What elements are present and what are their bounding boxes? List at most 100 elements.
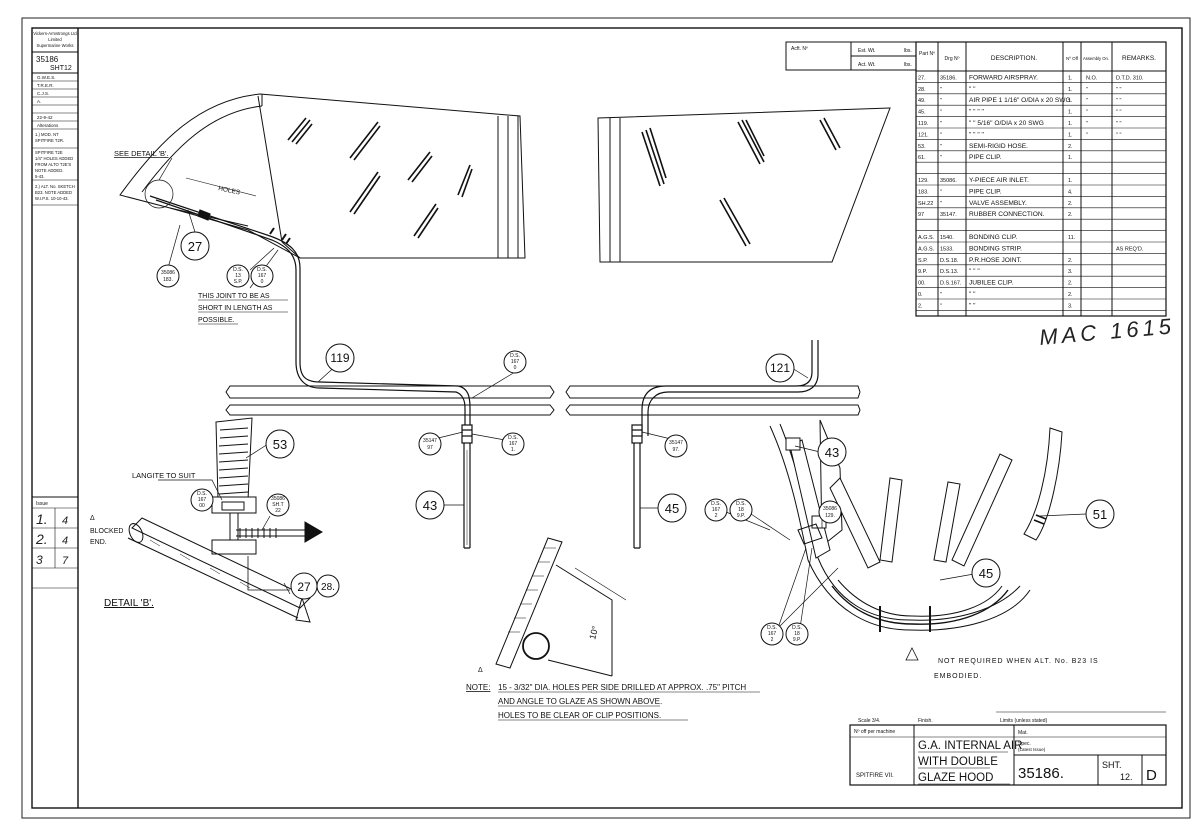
langite-label: LANGITE TO SUIT (132, 471, 196, 480)
hdr-dwg: Drg Nº (945, 56, 960, 62)
ref-ds18-9p-b-b: 18 (794, 631, 800, 637)
parts-cell-assy: " (1086, 98, 1088, 104)
parts-cell-dwg: D.S.18. (940, 258, 959, 264)
parts-cell-qty: 1. (1068, 132, 1073, 138)
air-pipes (149, 195, 819, 549)
ref-sh22-a: 35086 (271, 496, 285, 502)
parts-cell-part: 27. (918, 75, 926, 81)
parts-cell-dwg: " (940, 98, 942, 104)
ref-35147-97a-b: 97 (427, 445, 433, 451)
drawing-date: 22-9-42 (37, 115, 53, 120)
ref-ds18-9p-a-a: D.S. (736, 501, 746, 507)
parts-cell-rem: " " (1116, 132, 1121, 138)
parts-list-table: Acft. Nº Est. Wt. Act. Wt. lbs. lbs. Par… (785, 41, 1167, 317)
handwritten-mark: MAC 1615 (1038, 313, 1176, 350)
parts-cell-dwg: 35147. (940, 212, 957, 218)
parts-cell-part: S.P. (918, 258, 928, 264)
hdr-qty: Nº Off (1066, 56, 1079, 61)
ref-ds167-2b-b: 167 (768, 631, 777, 637)
parts-cell-qty: 11. (1068, 235, 1076, 241)
ref-ds18-9p-b-a: D.S. (792, 625, 802, 631)
parts-cell-desc: VALVE ASSEMBLY. (969, 200, 1027, 207)
title-line-2: WITH DOUBLE (918, 756, 998, 768)
note-line-1: 15 - 3/32" DIA. HOLES PER SIDE DRILLED A… (498, 683, 746, 692)
ref-ds167-2b-a: D.S. (767, 625, 777, 631)
parts-cell-part: SH.22 (918, 201, 933, 207)
parts-cell-qty: 2. (1068, 212, 1073, 218)
parts-cell-desc: AIR PIPE 1 1/16" O/DIA x 20 SWG (969, 97, 1071, 104)
parts-cell-desc: " " (969, 86, 976, 93)
scale-label: Scale 3/4. (858, 718, 880, 724)
parts-cell-assy: " (1086, 121, 1088, 127)
alt1-line2: SPITFIRE T2R. (35, 138, 64, 143)
reference-circles: 35086 183. D.S. 13 S.P. D.S. 167 0 D.S. … (156, 264, 842, 646)
finish-label: Finish. (918, 718, 933, 724)
initials-3: C.J.S. (37, 91, 49, 96)
ref-35147-97a-a: 35147 (423, 438, 437, 444)
ref-ds167-0b-c: 0 (514, 365, 517, 371)
parts-cell-rem: D.T.D. 310. (1116, 75, 1144, 81)
issue-2-no: 2. (35, 531, 48, 547)
ref-ds167-1-b: 167 (509, 441, 518, 447)
firm-line-3: Supermarine Works (37, 43, 74, 48)
ref-sh22-c: 22 (275, 508, 281, 514)
ref-ds167-0b-a: D.S. (510, 353, 520, 359)
alt1b-line2: 1/4" HOLES ADDED (35, 156, 73, 161)
hdr-desc: DESCRIPTION. (991, 55, 1037, 62)
ref-ds167-0a-b: 167 (258, 273, 267, 279)
bottom-title-block: Scale 3/4. Finish. Limits (unless stated… (849, 711, 1167, 786)
alt2-line3: W.I.P.S. 10-10-43. (35, 196, 69, 201)
hdr-part: Part Nº (919, 51, 935, 57)
parts-cell-desc: JUBILEE CLIP. (969, 280, 1013, 287)
parts-cell-part: 97 (918, 212, 924, 218)
parts-cell-desc: PIPE CLIP. (969, 154, 1002, 161)
parts-cell-dwg: " (940, 201, 942, 207)
parts-cell-dwg: " (940, 155, 942, 161)
parts-cell-rem: " " (1116, 98, 1121, 104)
parts-cell-desc: Y-PIECE AIR INLET. (969, 177, 1029, 184)
parts-cell-part: 183. (918, 189, 929, 195)
ref-35086-183-a: 35086 (161, 270, 175, 276)
lbs-2: lbs. (904, 62, 912, 68)
initials-2: T.R.E.R. (37, 83, 54, 88)
parts-cell-qty: 4. (1068, 189, 1073, 195)
alt1b-line5: 5-43. (35, 174, 45, 179)
canopy-side-view (119, 93, 526, 259)
est-wt: Est. Wt. (858, 48, 876, 54)
alt2-line1: 2.) ALT. No. SKETCH (35, 184, 75, 189)
parts-cell-dwg: D.S.13. (940, 269, 959, 275)
hdr-assembly: Assembly On. (1083, 56, 1109, 61)
parts-cell-dwg: 35186. (940, 75, 957, 81)
side-sheet-no: SHT12 (50, 65, 72, 72)
parts-cell-part: 2. (918, 303, 923, 309)
parts-cell-part: 9.P. (918, 269, 928, 275)
parts-cell-rem: " " (1116, 110, 1121, 116)
acft-header: Acft. Nº (791, 46, 808, 52)
spec-label: Spec. (1018, 741, 1031, 747)
issue-3-rev: 7 (62, 555, 69, 567)
ref-ds167-2b-c: 2 (771, 637, 774, 643)
note-line-2: AND ANGLE TO GLAZE AS SHOWN ABOVE. (498, 697, 662, 706)
joint-note-1: THIS JOINT TO BE AS (198, 293, 270, 300)
angle-label: 10° (587, 624, 600, 640)
hood-cross-section (769, 419, 1063, 632)
parts-cell-part: 119. (918, 121, 929, 127)
parts-cell-dwg: " (940, 132, 942, 138)
alterations-header: Alterations (37, 123, 59, 128)
parts-cell-part: A.G.S. (918, 246, 935, 252)
leader-lines (144, 157, 1087, 629)
revision-letter: D (1146, 767, 1157, 784)
issue-1-no: 1. (36, 511, 48, 527)
ref-ds167-1-a: D.S. (508, 435, 518, 441)
balloon-45-section: 45 (979, 566, 993, 581)
ref-ds18-9p-a-b: 18 (738, 507, 744, 513)
ref-ds13-b: 13 (235, 273, 241, 279)
act-wt: Act. Wt. (858, 62, 876, 68)
ref-ds167-0a-a: D.S. (257, 267, 267, 273)
parts-cell-qty: 1. (1068, 178, 1073, 184)
parts-cell-desc: FORWARD AIRSPRAY. (969, 74, 1038, 81)
spec-issue-label: (Latest Issue) (1018, 747, 1046, 752)
ref-sh22-b: SH.T (272, 502, 283, 508)
parts-cell-qty: 2. (1068, 201, 1073, 207)
ref-ds167-0a-c: 0 (261, 279, 264, 285)
